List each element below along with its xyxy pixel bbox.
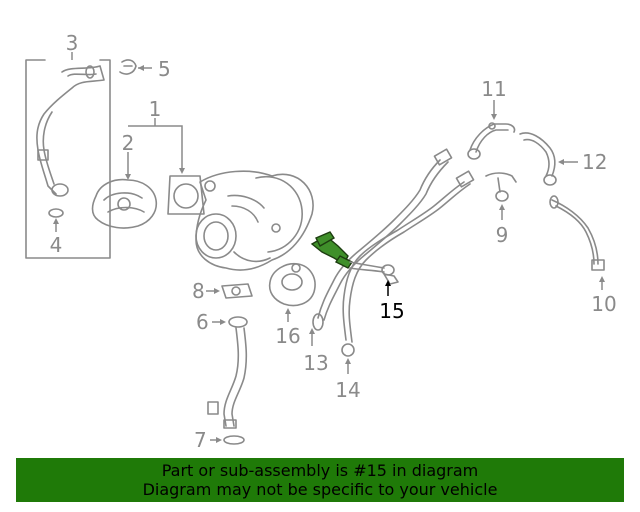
callout-11[interactable]: 11 <box>481 77 506 101</box>
callout-5[interactable]: 5 <box>158 57 171 81</box>
callout-3[interactable]: 3 <box>66 31 79 55</box>
part-1-leader <box>128 118 185 174</box>
banner-line-2: Diagram may not be specific to your vehi… <box>142 480 498 499</box>
callout-8[interactable]: 8 <box>192 279 205 303</box>
part-3-group-box <box>25 52 111 259</box>
part-7-oring <box>210 435 245 445</box>
part-3-oil-line <box>36 65 105 197</box>
callout-10[interactable]: 10 <box>591 292 616 316</box>
part-5-clip <box>119 59 152 75</box>
info-banner: Part or sub-assembly is #15 in diagram D… <box>16 458 624 502</box>
part-16-housing <box>268 262 316 322</box>
callout-15[interactable]: 15 <box>379 299 404 323</box>
part-12-hose <box>519 132 578 186</box>
callout-6[interactable]: 6 <box>196 310 209 334</box>
part-8-gasket <box>206 283 253 299</box>
part-2-actuator <box>91 152 158 229</box>
callout-7[interactable]: 7 <box>194 428 207 452</box>
callout-9[interactable]: 9 <box>496 223 509 247</box>
callout-14[interactable]: 14 <box>335 378 360 402</box>
turbocharger <box>167 170 314 271</box>
callout-4[interactable]: 4 <box>50 233 63 257</box>
banner-line-1: Part or sub-assembly is #15 in diagram <box>161 461 479 480</box>
callout-12[interactable]: 12 <box>582 150 607 174</box>
part-4-washer <box>48 208 64 232</box>
part-15-highlighted[interactable] <box>310 231 399 296</box>
part-11-hose <box>467 100 516 160</box>
part-6-drain-line <box>207 316 248 429</box>
callout-2[interactable]: 2 <box>122 131 135 155</box>
callout-13[interactable]: 13 <box>303 351 328 375</box>
part-10-hose <box>549 195 605 290</box>
part-9-fitting <box>485 172 517 220</box>
callout-1[interactable]: 1 <box>149 97 162 121</box>
coolant-lines <box>309 148 475 374</box>
callout-16[interactable]: 16 <box>275 324 300 348</box>
